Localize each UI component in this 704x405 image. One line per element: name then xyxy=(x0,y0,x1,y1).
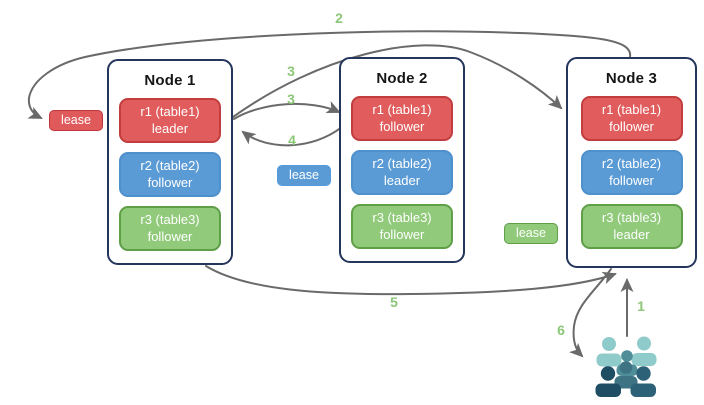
node-title: Node 2 xyxy=(376,70,428,87)
node-card-1: Node 1 r1 (table1) leader r2 (table2) fo… xyxy=(107,59,233,265)
lease-badge-table1: lease xyxy=(49,110,103,131)
replica-role: follower xyxy=(609,172,654,188)
node2-r1-replica: r1 (table1) follower xyxy=(351,96,453,141)
node3-r2-replica: r2 (table2) follower xyxy=(580,150,683,195)
replica-name: r3 (table3) xyxy=(140,211,200,227)
replica-name: r3 (table3) xyxy=(601,209,662,225)
node-card-3: Node 3 r1 (table1) follower r2 (table2) … xyxy=(566,57,697,268)
step-label-2: 2 xyxy=(335,10,343,26)
node2-r3-replica: r3 (table3) follower xyxy=(351,204,453,249)
step-label-4: 4 xyxy=(288,132,296,148)
replica-list: r1 (table1) leader r2 (table2) follower … xyxy=(119,98,221,251)
replica-list: r1 (table1) follower r2 (table2) followe… xyxy=(580,96,683,249)
step-label-1: 1 xyxy=(637,298,645,314)
replica-name: r2 (table2) xyxy=(372,155,432,171)
replica-name: r2 (table2) xyxy=(601,155,662,171)
node1-r3-replica: r3 (table3) follower xyxy=(119,206,221,251)
node-title: Node 1 xyxy=(144,72,196,89)
replica-list: r1 (table1) follower r2 (table2) leader … xyxy=(351,96,453,249)
step-label-3-to-node2: 3 xyxy=(287,91,295,107)
arrow-step-5 xyxy=(205,265,617,296)
replica-name: r1 (table1) xyxy=(601,101,662,117)
replica-role: follower xyxy=(609,118,654,134)
node-card-2: Node 2 r1 (table1) follower r2 (table2) … xyxy=(339,57,465,263)
replica-role: follower xyxy=(147,228,193,244)
lease-badge-table2: lease xyxy=(277,165,331,186)
node1-r2-replica: r2 (table2) follower xyxy=(119,152,221,197)
step-label-3-to-node3: 3 xyxy=(287,63,295,79)
lease-badge-table3: lease xyxy=(504,223,558,244)
node2-r2-replica: r2 (table2) leader xyxy=(351,150,453,195)
replica-name: r3 (table3) xyxy=(372,209,432,225)
replica-role: leader xyxy=(613,226,650,242)
replica-name: r1 (table1) xyxy=(140,103,200,119)
replica-role: follower xyxy=(379,118,425,134)
replica-name: r2 (table2) xyxy=(140,157,200,173)
replica-name: r1 (table1) xyxy=(372,101,432,117)
replica-role: leader xyxy=(383,172,421,188)
node3-r1-replica: r1 (table1) follower xyxy=(580,96,683,141)
replica-role: follower xyxy=(379,226,425,242)
step-label-6: 6 xyxy=(557,322,565,338)
users-icon xyxy=(595,336,657,397)
replica-role: follower xyxy=(147,174,193,190)
node-title: Node 3 xyxy=(605,70,658,87)
node3-r3-replica: r3 (table3) leader xyxy=(580,204,683,249)
replica-role: leader xyxy=(151,120,189,136)
step-label-5: 5 xyxy=(390,294,398,310)
node1-r1-replica: r1 (table1) leader xyxy=(119,98,221,143)
